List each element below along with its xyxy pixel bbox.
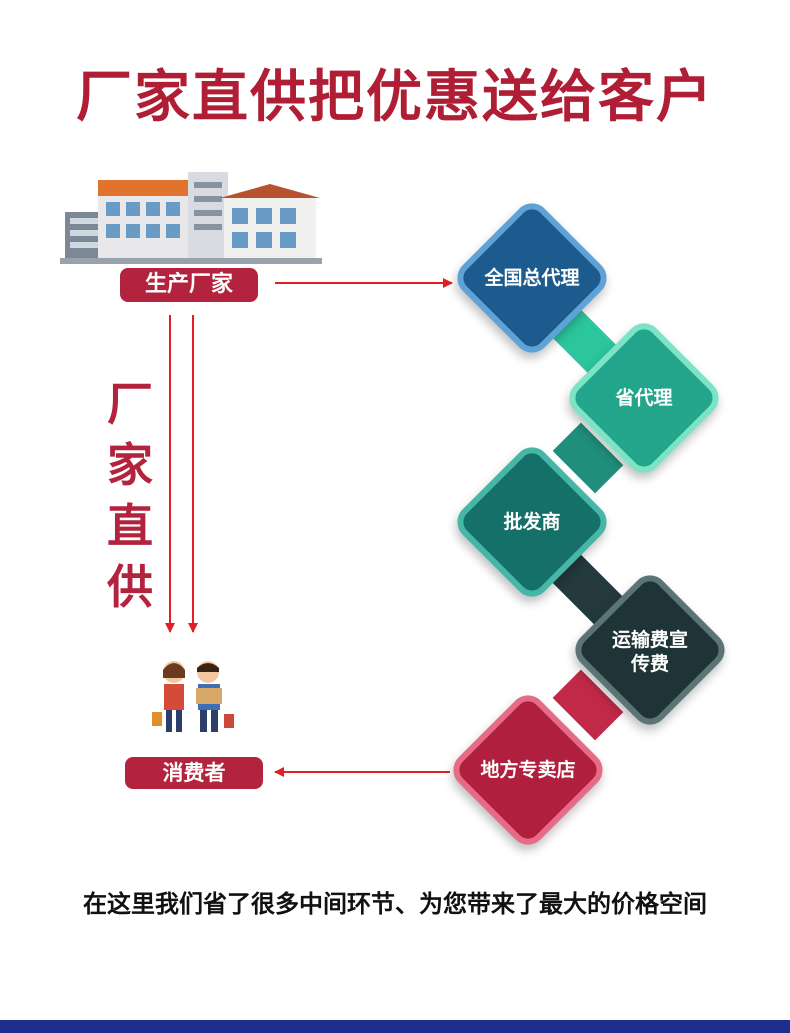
local-store-label: 地方专卖店 (480, 759, 576, 781)
transport-ad-fees-label: 运输费宣 传费 (611, 629, 688, 675)
consumers-illustration (152, 661, 234, 732)
vertical-char: 直 (107, 499, 153, 553)
vertical-char: 家 (107, 438, 153, 492)
manufacturer-label: 生产厂家 (120, 268, 258, 302)
bottom-caption: 在这里我们省了很多中间环节、为您带来了最大的价格空间 (83, 890, 707, 918)
national-agent-label: 全国总代理 (484, 267, 580, 289)
vertical-text: 厂 家 直 供 (100, 374, 160, 618)
provincial-agent-label: 省代理 (615, 387, 673, 409)
bottom-bar (0, 1020, 790, 1033)
factory-illustration (60, 172, 322, 264)
vertical-char: 供 (107, 560, 153, 614)
vertical-char: 厂 (107, 377, 153, 431)
wholesaler-label: 批发商 (503, 511, 561, 533)
consumer-label: 消费者 (125, 757, 263, 789)
page-title: 厂家直供把优惠送给客户 (76, 65, 714, 130)
